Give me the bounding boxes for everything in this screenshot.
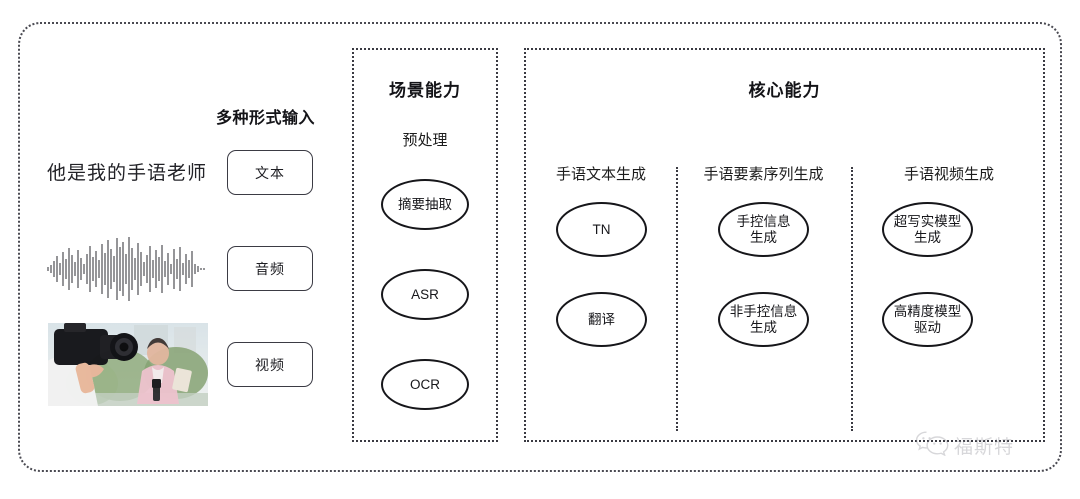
core-node-manual-info-generation[interactable]: 手控信息 生成 [718,202,809,257]
input-modality-audio[interactable]: 音频 [227,246,313,291]
core-column-label-sign-video-generation: 手语视频生成 [903,166,994,183]
core-node-non-manual-info-generation[interactable]: 非手控信息 生成 [718,292,809,347]
video-thumbnail-image [48,323,208,406]
scenario-node-ocr[interactable]: OCR [381,359,469,410]
input-modality-text[interactable]: 文本 [227,150,313,195]
scenario-panel-title: 场景能力 [389,81,461,100]
scenario-node-summary-extraction[interactable]: 摘要抽取 [381,179,469,230]
core-node-high-precision-model-driving[interactable]: 高精度模型 驱动 [882,292,973,347]
core-capability-panel: 核心能力 手语文本生成 TN 翻译 手语要素序列生成 手控信息 生成 非手控信息… [524,48,1045,442]
core-node-translation[interactable]: 翻译 [556,292,647,347]
scenario-node-asr[interactable]: ASR [381,269,469,320]
core-column-divider-2 [851,167,853,431]
core-panel-title: 核心能力 [748,81,821,100]
core-column-label-sign-text-generation: 手语文本生成 [555,166,646,183]
scenario-group-label: 预处理 [402,132,448,149]
core-column-divider-1 [676,167,678,431]
outer-frame [18,22,1062,472]
input-section-heading: 多种形式输入 [216,110,316,127]
core-node-hyperrealistic-model-generation[interactable]: 超写实模型 生成 [882,202,973,257]
scenario-capability-panel: 场景能力 预处理 摘要抽取 ASR OCR [352,48,498,442]
input-sample-text: 他是我的手语老师 [47,163,208,184]
audio-waveform-icon [46,234,208,304]
input-modality-video[interactable]: 视频 [227,342,313,387]
core-node-tn[interactable]: TN [556,202,647,257]
core-column-label-sign-element-sequence-generation: 手语要素序列生成 [703,166,824,183]
